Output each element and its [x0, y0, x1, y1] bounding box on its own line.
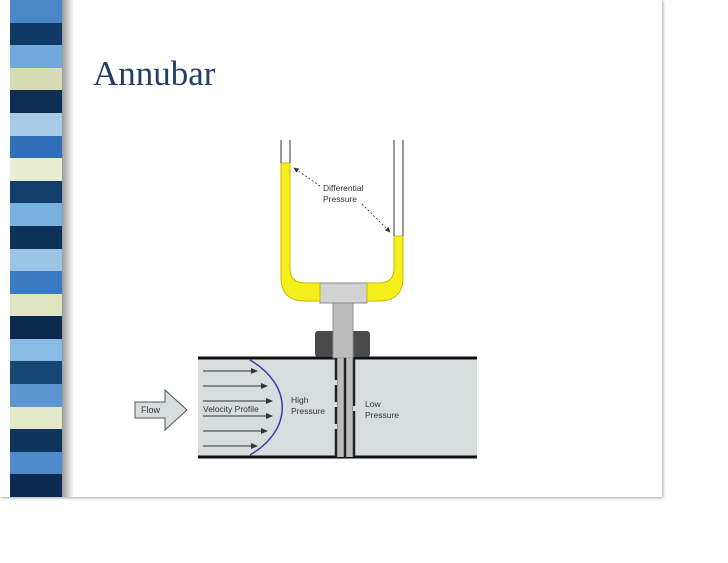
label-low-line1: Low	[365, 399, 381, 409]
stripe-segment	[10, 293, 62, 317]
stripe-segment	[10, 45, 62, 69]
stripe-shadow	[62, 0, 74, 497]
stripe-segment	[10, 248, 62, 272]
stripe-segment	[10, 22, 62, 46]
label-differential-line2: Pressure	[323, 194, 357, 204]
stripe-segment	[10, 429, 62, 453]
probe-downstream-port	[353, 406, 358, 411]
stripe-segment	[10, 67, 62, 91]
stripe-segment	[10, 90, 62, 114]
probe-stem	[332, 302, 354, 359]
stripe-segment	[10, 316, 62, 340]
stripe-segment	[10, 474, 62, 497]
label-differential-line1: Differential	[323, 183, 364, 193]
manometer-connector	[319, 282, 368, 304]
stripe-segment	[10, 225, 62, 249]
manometer-fluid-right	[366, 235, 404, 302]
stripe-segment	[10, 112, 62, 137]
differential-leader-right	[361, 203, 391, 233]
stripe-segment	[10, 0, 62, 24]
label-high-line2: Pressure	[291, 406, 325, 416]
label-flow: Flow	[141, 405, 161, 415]
decorative-stripe-bar	[10, 0, 62, 497]
stripe-segment	[10, 271, 62, 295]
stripe-segment	[10, 406, 62, 430]
differential-leader-left	[293, 167, 321, 187]
stripe-segment	[10, 451, 62, 475]
stripe-segment	[10, 158, 62, 182]
slide: Annubar	[10, 0, 477, 497]
label-high-line1: High	[291, 395, 309, 405]
stripe-segment	[10, 338, 62, 362]
flow-arrow	[134, 388, 188, 432]
label-low-line2: Pressure	[365, 410, 399, 420]
label-velocity-profile: Velocity Profile	[203, 404, 259, 414]
stripe-segment	[10, 361, 62, 385]
stripe-segment	[10, 203, 62, 227]
stripe-segment	[10, 180, 62, 204]
manometer-fluid-left	[280, 162, 321, 302]
probe-upstream-ports	[331, 380, 337, 429]
annubar-diagram: Differential Pressure Flow Velocity Prof…	[134, 140, 477, 459]
stripe-segment	[10, 135, 62, 159]
slide-title: Annubar	[93, 54, 216, 93]
velocity-profile-curve	[249, 359, 283, 456]
velocity-arrows	[203, 368, 273, 449]
stripe-segment	[10, 384, 62, 408]
